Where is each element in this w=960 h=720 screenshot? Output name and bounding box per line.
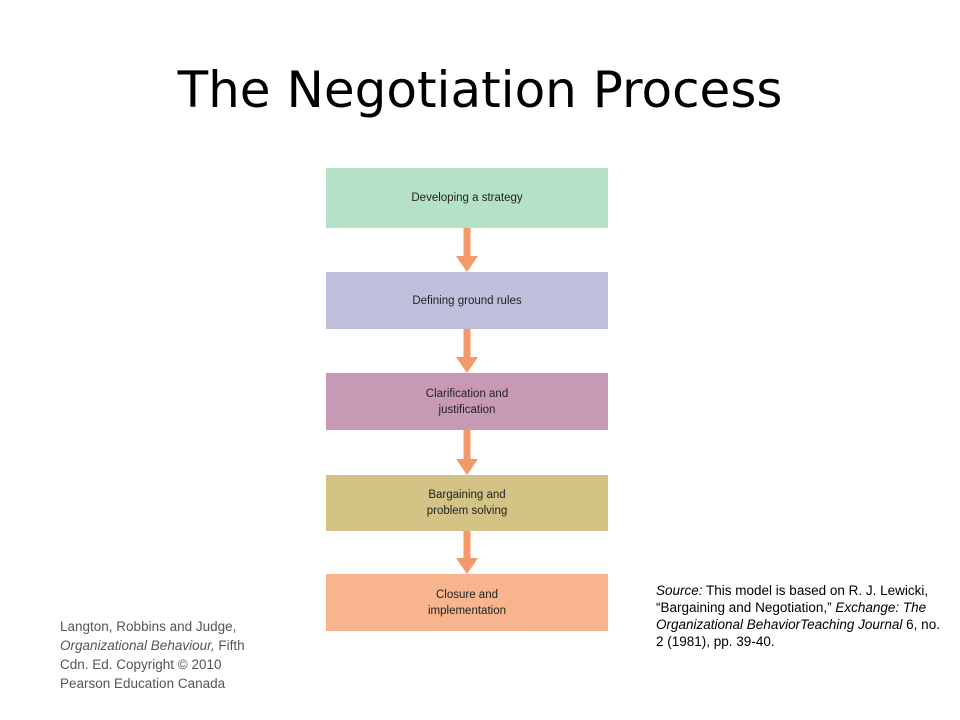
arrow-head: [456, 256, 478, 272]
down-arrow-icon: [456, 329, 478, 373]
down-arrow-icon: [456, 430, 478, 475]
arrow-head: [456, 357, 478, 373]
source-label: Source:: [656, 583, 703, 598]
step-label: Clarification and: [425, 387, 509, 400]
step-bargaining-problem-solving: Bargaining and problem solving: [326, 475, 608, 531]
arrow-shaft: [463, 329, 471, 359]
step-label: problem solving: [426, 505, 508, 517]
credit-authors: Langton, Robbins and Judge,: [60, 619, 237, 634]
arrow-shaft: [463, 430, 471, 461]
source-citation: Source: This model is based on R. J. Lew…: [656, 582, 946, 650]
source-journal: Exchange: The Organizational BehaviorTea…: [656, 600, 927, 632]
arrow-head: [456, 558, 478, 574]
page-title: The Negotiation Process: [177, 61, 783, 119]
step-label: implementation: [428, 604, 506, 617]
step-closure-implementation: Closure and implementation: [326, 574, 608, 631]
step-clarification-justification: Clarification and justification: [326, 373, 608, 430]
credit-book: Organizational Behaviour,: [60, 638, 215, 653]
step-developing-strategy: Developing a strategy: [326, 168, 608, 228]
arrow-head: [456, 459, 478, 475]
step-label: Defining ground rules: [412, 294, 522, 307]
step-label: Bargaining and: [428, 489, 506, 501]
step-label: Developing a strategy: [411, 192, 523, 204]
arrow-shaft: [463, 228, 471, 258]
arrow-shaft: [463, 531, 471, 560]
down-arrow-icon: [456, 228, 478, 272]
step-defining-ground-rules: Defining ground rules: [326, 272, 608, 329]
step-label: Closure and: [435, 588, 498, 601]
source-text: This model is based on R. J. Lewicki, “B…: [656, 583, 929, 615]
credit-rest: Fifth Cdn. Ed. Copyright © 2010 Pearson …: [60, 638, 245, 691]
copyright-credit: Langton, Robbins and Judge, Organization…: [60, 617, 260, 693]
down-arrow-icon: [456, 531, 478, 574]
source-text-end: 6, no. 2 (1981), pp. 39-40.: [656, 617, 940, 649]
step-label: justification: [438, 403, 496, 416]
